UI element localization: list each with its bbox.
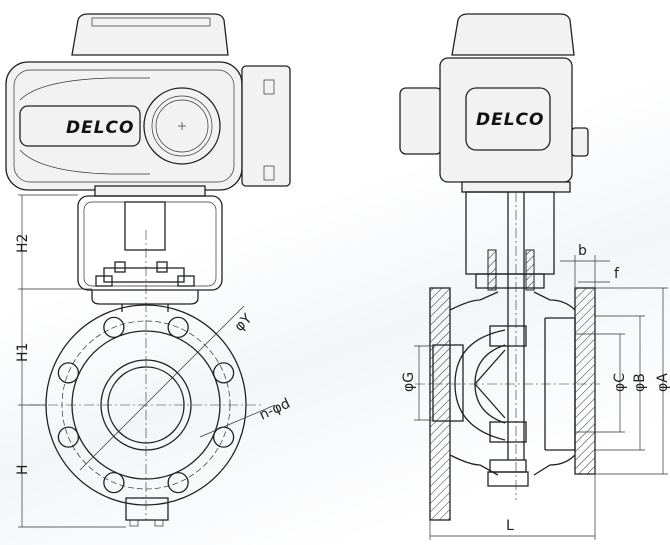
actuator-side: DELCO <box>399 13 589 193</box>
dim-length: L <box>506 518 514 534</box>
dim-f: f <box>614 266 620 282</box>
side-view: DELCO <box>399 13 670 540</box>
bolt-hole <box>57 362 80 384</box>
bracket-front <box>77 195 223 312</box>
bolt-hole <box>212 362 235 384</box>
dim-h: H <box>15 464 31 475</box>
actuator-front: DELCO <box>5 13 291 197</box>
dim-bolt-holes: n-φd <box>257 396 293 424</box>
brand-logo-side: DELCO <box>476 110 544 130</box>
bolt-hole <box>103 471 125 494</box>
dim-h2: H2 <box>15 234 31 253</box>
side-dimensions: L φA φB φC φG b f <box>401 243 670 540</box>
dim-h1: H1 <box>15 343 31 362</box>
flange-front <box>30 230 276 527</box>
bolt-hole <box>103 316 125 339</box>
front-view: DELCO <box>5 13 293 528</box>
bolt-hole <box>167 471 189 494</box>
dim-phi-g: φG <box>401 372 417 392</box>
bolt-hole <box>57 426 80 448</box>
dim-bolt-circle: φY <box>232 311 256 335</box>
brand-logo-front: DELCO <box>66 118 134 138</box>
dim-b: b <box>578 243 587 259</box>
dim-phi-a: φA <box>655 373 670 392</box>
dim-phi-c: φC <box>612 373 628 392</box>
bolt-hole <box>167 316 189 339</box>
dim-phi-b: φB <box>632 373 648 392</box>
